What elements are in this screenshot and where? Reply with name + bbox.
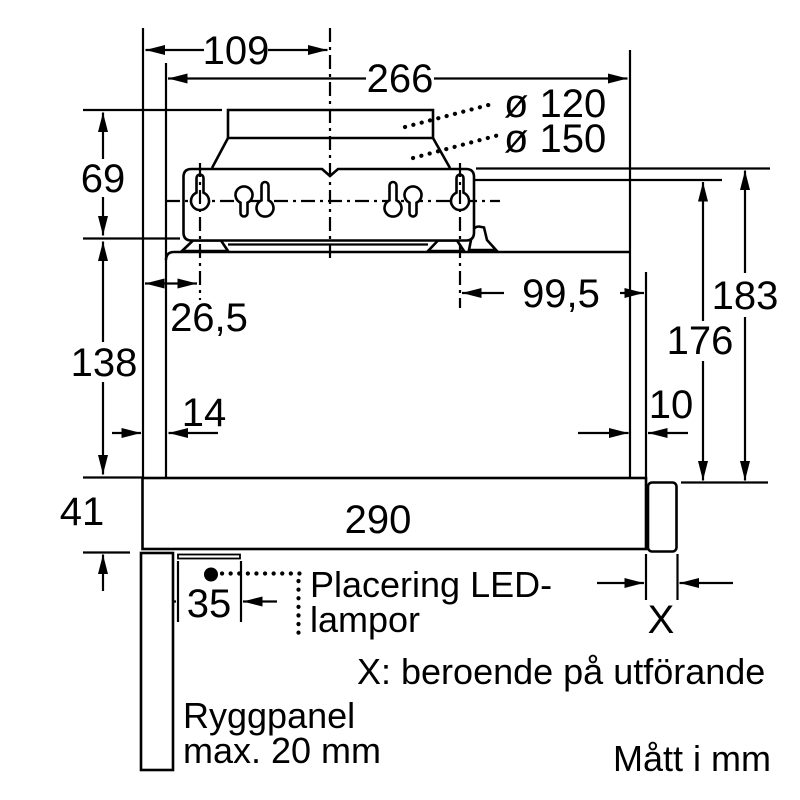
hood-body-top-edge	[164, 250, 630, 261]
dim-label-41: 41	[60, 490, 105, 534]
dim-label-x: X	[648, 598, 675, 642]
keyhole-slot-pair-1	[234, 185, 254, 218]
led-note-line2: lampor	[310, 599, 420, 640]
back-panel	[139, 551, 175, 772]
duct-transition	[210, 108, 452, 169]
keyhole-slot-pair-2	[255, 180, 275, 218]
keyhole-slots	[189, 173, 471, 218]
backing-290	[343, 498, 413, 540]
dim-label-26-5: 26,5	[170, 296, 248, 340]
units-note: Mått i mm	[613, 738, 771, 779]
dim-label-290: 290	[345, 498, 412, 542]
dim-label-diameter-120: ø 120	[504, 82, 606, 126]
duct-flare-right	[431, 137, 452, 169]
backing-138	[75, 342, 133, 382]
backing-69	[81, 159, 125, 197]
diameter-150-leader	[410, 133, 500, 161]
dim-label-14: 14	[182, 391, 227, 435]
dimension-labels: 109 266 ø 120 ø 150 69 26,5 99,5 183 176…	[60, 29, 779, 642]
backing-109	[204, 33, 268, 67]
bracket-foot-left	[178, 239, 231, 253]
led-note-line1: Placering LED-	[310, 564, 552, 605]
back-panel-note-line2: max. 20 mm	[183, 730, 381, 771]
duct-collar-outline	[226, 108, 435, 140]
led-position-dot	[204, 567, 218, 582]
dim-label-109: 109	[203, 29, 270, 73]
dim-label-35: 35	[187, 582, 232, 626]
dim-label-99-5: 99,5	[522, 272, 600, 316]
label-backings	[75, 33, 770, 540]
dim-label-diameter-150: ø 150	[504, 117, 606, 161]
x-explanation-note: X: beroende på utförande	[357, 651, 765, 692]
keyhole-slot-pair-3	[383, 180, 403, 218]
front-handle-strip	[646, 481, 678, 553]
diameter-120-leader	[402, 100, 499, 130]
extension-lines	[83, 28, 770, 622]
backing-183	[720, 273, 770, 317]
dim-label-69: 69	[81, 157, 126, 201]
dim-label-266: 266	[367, 57, 434, 101]
dim-label-138: 138	[71, 341, 138, 385]
backing-266	[366, 61, 434, 96]
annotation-labels: Placering LED- lampor X: beroende på utf…	[183, 564, 771, 779]
mounting-bracket	[182, 167, 476, 242]
backing-99-5	[504, 274, 620, 312]
keyhole-slot-pair-4	[403, 185, 423, 218]
dim-label-176: 176	[667, 319, 734, 363]
backing-176	[676, 321, 724, 361]
led-strip	[177, 553, 241, 560]
dim-label-183: 183	[712, 274, 779, 318]
bracket-foot-right	[424, 239, 467, 253]
dim-label-10: 10	[649, 383, 694, 427]
duct-flare-left	[210, 137, 230, 169]
back-panel-note-line1: Ryggpanel	[183, 695, 355, 736]
